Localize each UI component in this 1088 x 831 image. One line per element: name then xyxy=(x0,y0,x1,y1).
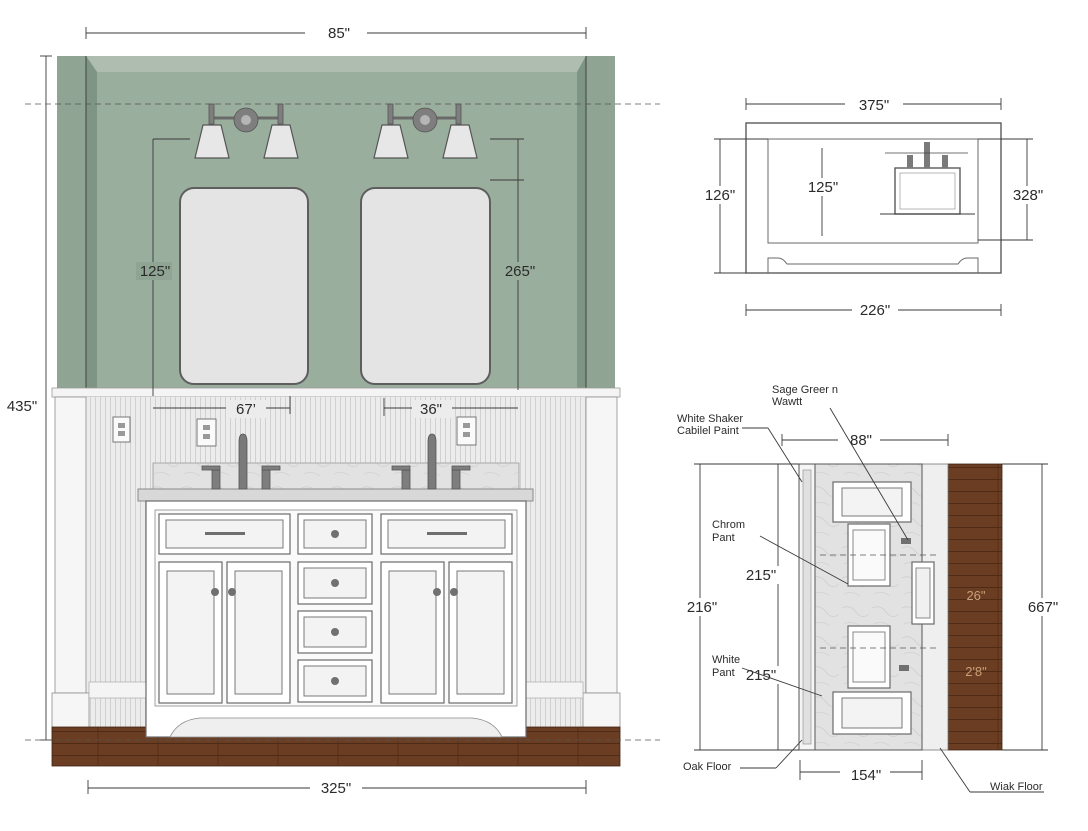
wall-recess xyxy=(97,72,577,390)
right-pilaster xyxy=(585,396,618,694)
plan-base xyxy=(767,257,979,273)
callout-leaders xyxy=(740,407,1044,793)
plan-depth-inner-label: 125" xyxy=(808,179,838,196)
right-sconce-icon xyxy=(373,103,478,159)
elevation-width-label: 85" xyxy=(328,25,350,42)
recess-top-bevel xyxy=(86,56,586,72)
section-height-upper-label: 215" xyxy=(746,567,776,584)
right-cabinet-doors xyxy=(380,561,513,704)
section-height-left-label: 216" xyxy=(687,599,717,616)
outlet-left xyxy=(112,416,131,443)
callout-white-paint-line2: Pant xyxy=(712,667,735,679)
wood-mark-lower-label: 2'8" xyxy=(965,664,987,679)
callout-sage-green-line1: Sage Greer n xyxy=(772,384,838,396)
center-drawer-stack xyxy=(297,513,373,703)
mirror-spacing-right-label: 36" xyxy=(420,401,442,418)
outlet-right xyxy=(456,416,477,446)
callout-chrome-line1: Chrom xyxy=(712,519,745,531)
recess-left-bevel xyxy=(86,56,97,390)
left-pilaster xyxy=(54,396,87,694)
section-width-bottom-label: 154" xyxy=(851,767,881,784)
section-width-top-label: 88" xyxy=(850,432,872,449)
plan-width-top-label: 375" xyxy=(859,97,889,114)
right-top-drawer xyxy=(380,513,513,555)
callout-chrome-line2: Pant xyxy=(712,532,735,544)
left-mirror xyxy=(179,187,309,385)
countertop xyxy=(137,488,534,502)
recess-right-bevel xyxy=(577,56,586,390)
plan-faucet-icon xyxy=(885,142,968,168)
left-faucet-icon xyxy=(201,433,281,490)
mirror-height-right-label: 265" xyxy=(505,263,535,280)
front-elevation: 85" 435" 125" 265" 67’ 36" 325" xyxy=(6,24,660,797)
left-top-drawer xyxy=(158,513,291,555)
wood-mark-upper-label: 26" xyxy=(966,588,985,603)
cabinet-toe-kick xyxy=(169,717,503,738)
floor-width-label: 325" xyxy=(321,780,351,797)
callout-white-paint-line1: White xyxy=(712,654,740,666)
plan-width-bottom-label: 226" xyxy=(860,302,890,319)
section-height-lower-label: 215" xyxy=(746,667,776,684)
mirror-spacing-left-label: 67’ xyxy=(236,401,256,418)
elevation-height-label: 435" xyxy=(7,398,37,415)
left-cabinet-doors xyxy=(158,561,291,704)
right-faucet-icon xyxy=(391,433,471,490)
callout-sage-green-line2: Wawtt xyxy=(772,396,802,408)
side-section: 88" 216" 215" 215" 667" 154" 26" 2'8" Sa… xyxy=(677,384,1064,793)
callout-oak-floor: Oak Floor xyxy=(683,761,732,773)
callout-white-shaker-line1: White Shaker xyxy=(677,413,743,425)
callout-wiak-floor: Wiak Floor xyxy=(990,781,1043,793)
left-sconce-icon xyxy=(194,103,299,159)
chair-rail xyxy=(51,387,621,398)
outlet-middle xyxy=(196,418,217,447)
callout-white-shaker-line2: Cabilel Paint xyxy=(677,425,739,437)
mirror-height-left-label: 125" xyxy=(140,263,170,280)
right-mirror xyxy=(360,187,491,385)
plan-sink xyxy=(894,167,961,215)
plan-depth-left-label: 126" xyxy=(705,187,735,204)
plan-view: 375" 126" 125" 328" 226" xyxy=(700,96,1049,319)
plan-depth-right-label: 328" xyxy=(1013,187,1043,204)
section-wood-wall xyxy=(947,463,1003,751)
section-height-right-label: 667" xyxy=(1028,599,1058,616)
